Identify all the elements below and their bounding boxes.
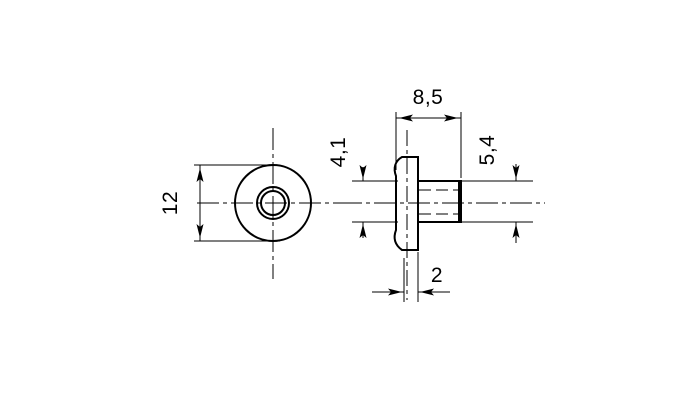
dim-12-arrow-top bbox=[196, 168, 204, 182]
dimension-overall-length: 8,5 bbox=[395, 86, 462, 178]
dimension-head-thickness: 2 bbox=[372, 252, 450, 302]
dim-2-arrow-right bbox=[420, 288, 434, 296]
dim-12-arrow-bottom bbox=[196, 224, 204, 238]
head-flange-outline bbox=[393, 156, 419, 251]
dimension-bore-diameter: 5,4 bbox=[459, 135, 533, 243]
dimension-head-diameter: 12 bbox=[159, 164, 280, 242]
dim-12-label: 12 bbox=[159, 191, 182, 215]
bore-outer-circle bbox=[256, 186, 290, 220]
dimension-shank-diameter: 4,1 bbox=[327, 137, 398, 238]
dim-85-arrow-left bbox=[399, 114, 413, 122]
dim-2-arrow-left bbox=[388, 288, 402, 296]
dim-54-label: 5,4 bbox=[476, 135, 499, 166]
dim-41-arrow-bottom bbox=[359, 224, 367, 238]
dim-54-arrow-top bbox=[512, 165, 520, 179]
side-view: 8,5 4,1 5,4 bbox=[327, 86, 545, 302]
dim-41-arrow-top bbox=[359, 165, 367, 179]
dim-85-arrow-right bbox=[444, 114, 458, 122]
dim-41-label: 4,1 bbox=[327, 137, 350, 168]
front-view: 12 bbox=[159, 128, 349, 279]
bore-inner-circle bbox=[260, 190, 286, 216]
shank-outline bbox=[418, 180, 462, 223]
dim-85-label: 8,5 bbox=[413, 86, 444, 109]
dim-2-label: 2 bbox=[431, 264, 443, 287]
dim-54-arrow-bottom bbox=[512, 224, 520, 238]
